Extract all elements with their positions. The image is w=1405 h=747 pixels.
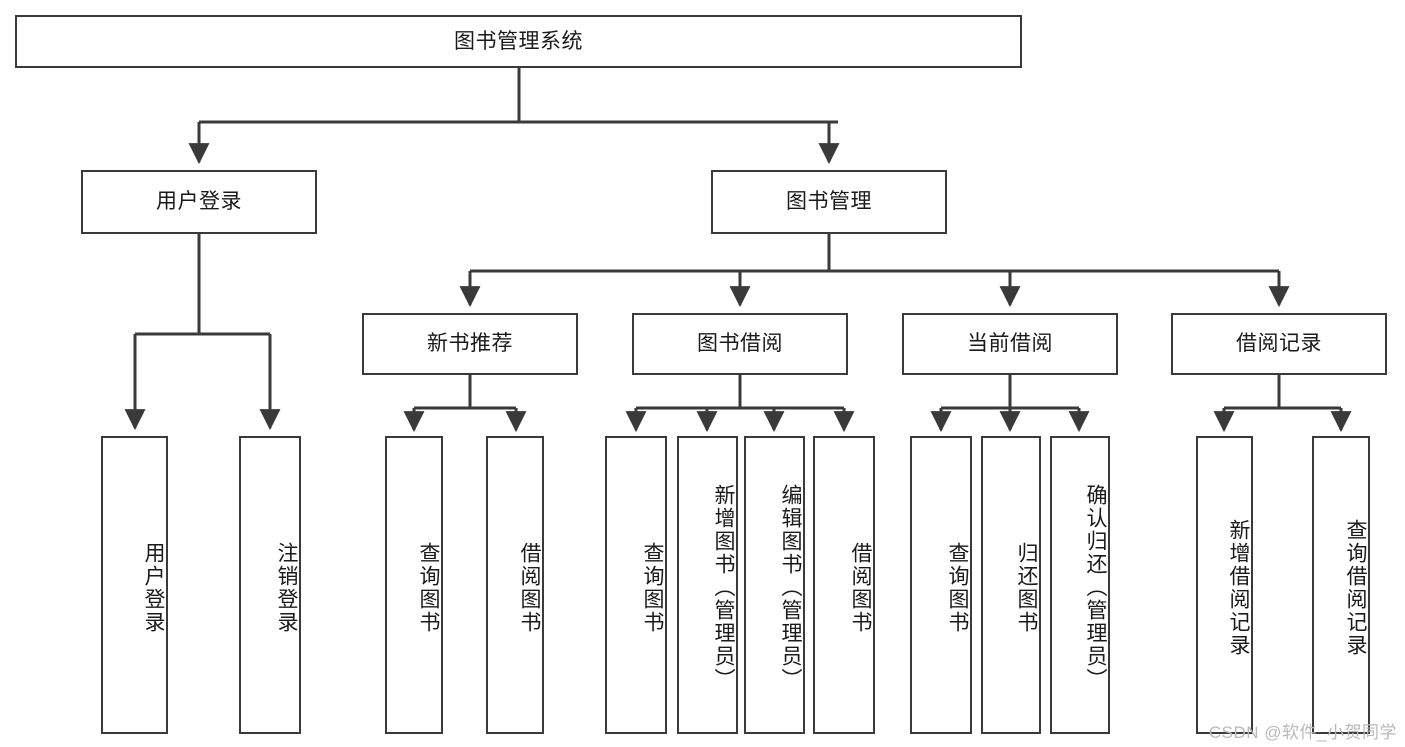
node-label: 新增借阅记录	[1227, 519, 1250, 657]
node-user-login[interactable]: 用户登录	[81, 170, 317, 234]
node-label: 当前借阅	[967, 332, 1053, 356]
node-borrow-record[interactable]: 借阅记录	[1171, 313, 1387, 375]
node-label: 图书借阅	[697, 332, 783, 356]
node-label: 查询借阅记录	[1344, 519, 1367, 657]
node-label: 用户登录	[142, 542, 165, 634]
node-label: 新书推荐	[427, 332, 513, 356]
node-label: 编辑图书（管理员）	[779, 483, 802, 691]
node-label: 借阅图书	[849, 542, 872, 634]
node-leaf-add-borrow-record[interactable]: 新增借阅记录	[1196, 436, 1253, 734]
node-label: 查询图书	[417, 542, 440, 634]
node-leaf-confirm-return-admin[interactable]: 确认归还（管理员）	[1050, 436, 1110, 734]
node-label: 图书管理	[786, 190, 872, 214]
node-label: 新增图书（管理员）	[712, 483, 735, 691]
csdn-watermark: CSDN @软件_小贺同学	[1208, 723, 1397, 742]
node-leaf-query-book-borrow[interactable]: 查询图书	[605, 436, 667, 734]
node-book-borrow[interactable]: 图书借阅	[632, 313, 848, 375]
node-leaf-logout[interactable]: 注销登录	[239, 436, 301, 734]
node-label: 确认归还（管理员）	[1084, 483, 1107, 691]
node-label: 归还图书	[1015, 542, 1038, 634]
node-root-book-management-system[interactable]: 图书管理系统	[15, 15, 1022, 68]
node-label: 查询图书	[946, 542, 969, 634]
node-label: 用户登录	[156, 190, 242, 214]
node-label: 图书管理系统	[454, 29, 583, 53]
node-label: 借阅图书	[518, 542, 541, 634]
node-leaf-user-login[interactable]: 用户登录	[101, 436, 168, 734]
node-current-borrow[interactable]: 当前借阅	[902, 313, 1118, 375]
node-leaf-edit-book-admin[interactable]: 编辑图书（管理员）	[744, 436, 805, 734]
node-leaf-query-book-current[interactable]: 查询图书	[910, 436, 972, 734]
node-leaf-borrow-book[interactable]: 借阅图书	[813, 436, 875, 734]
node-new-book-recommend[interactable]: 新书推荐	[362, 313, 578, 375]
node-label: 查询图书	[641, 542, 664, 634]
node-leaf-borrow-book-recommend[interactable]: 借阅图书	[486, 436, 544, 734]
node-book-management[interactable]: 图书管理	[711, 170, 947, 234]
node-leaf-add-book-admin[interactable]: 新增图书（管理员）	[677, 436, 738, 734]
node-label: 借阅记录	[1236, 332, 1322, 356]
node-leaf-query-borrow-record[interactable]: 查询借阅记录	[1312, 436, 1370, 734]
node-leaf-return-book[interactable]: 归还图书	[981, 436, 1041, 734]
node-leaf-query-book-recommend[interactable]: 查询图书	[385, 436, 443, 734]
node-label: 注销登录	[275, 542, 298, 634]
